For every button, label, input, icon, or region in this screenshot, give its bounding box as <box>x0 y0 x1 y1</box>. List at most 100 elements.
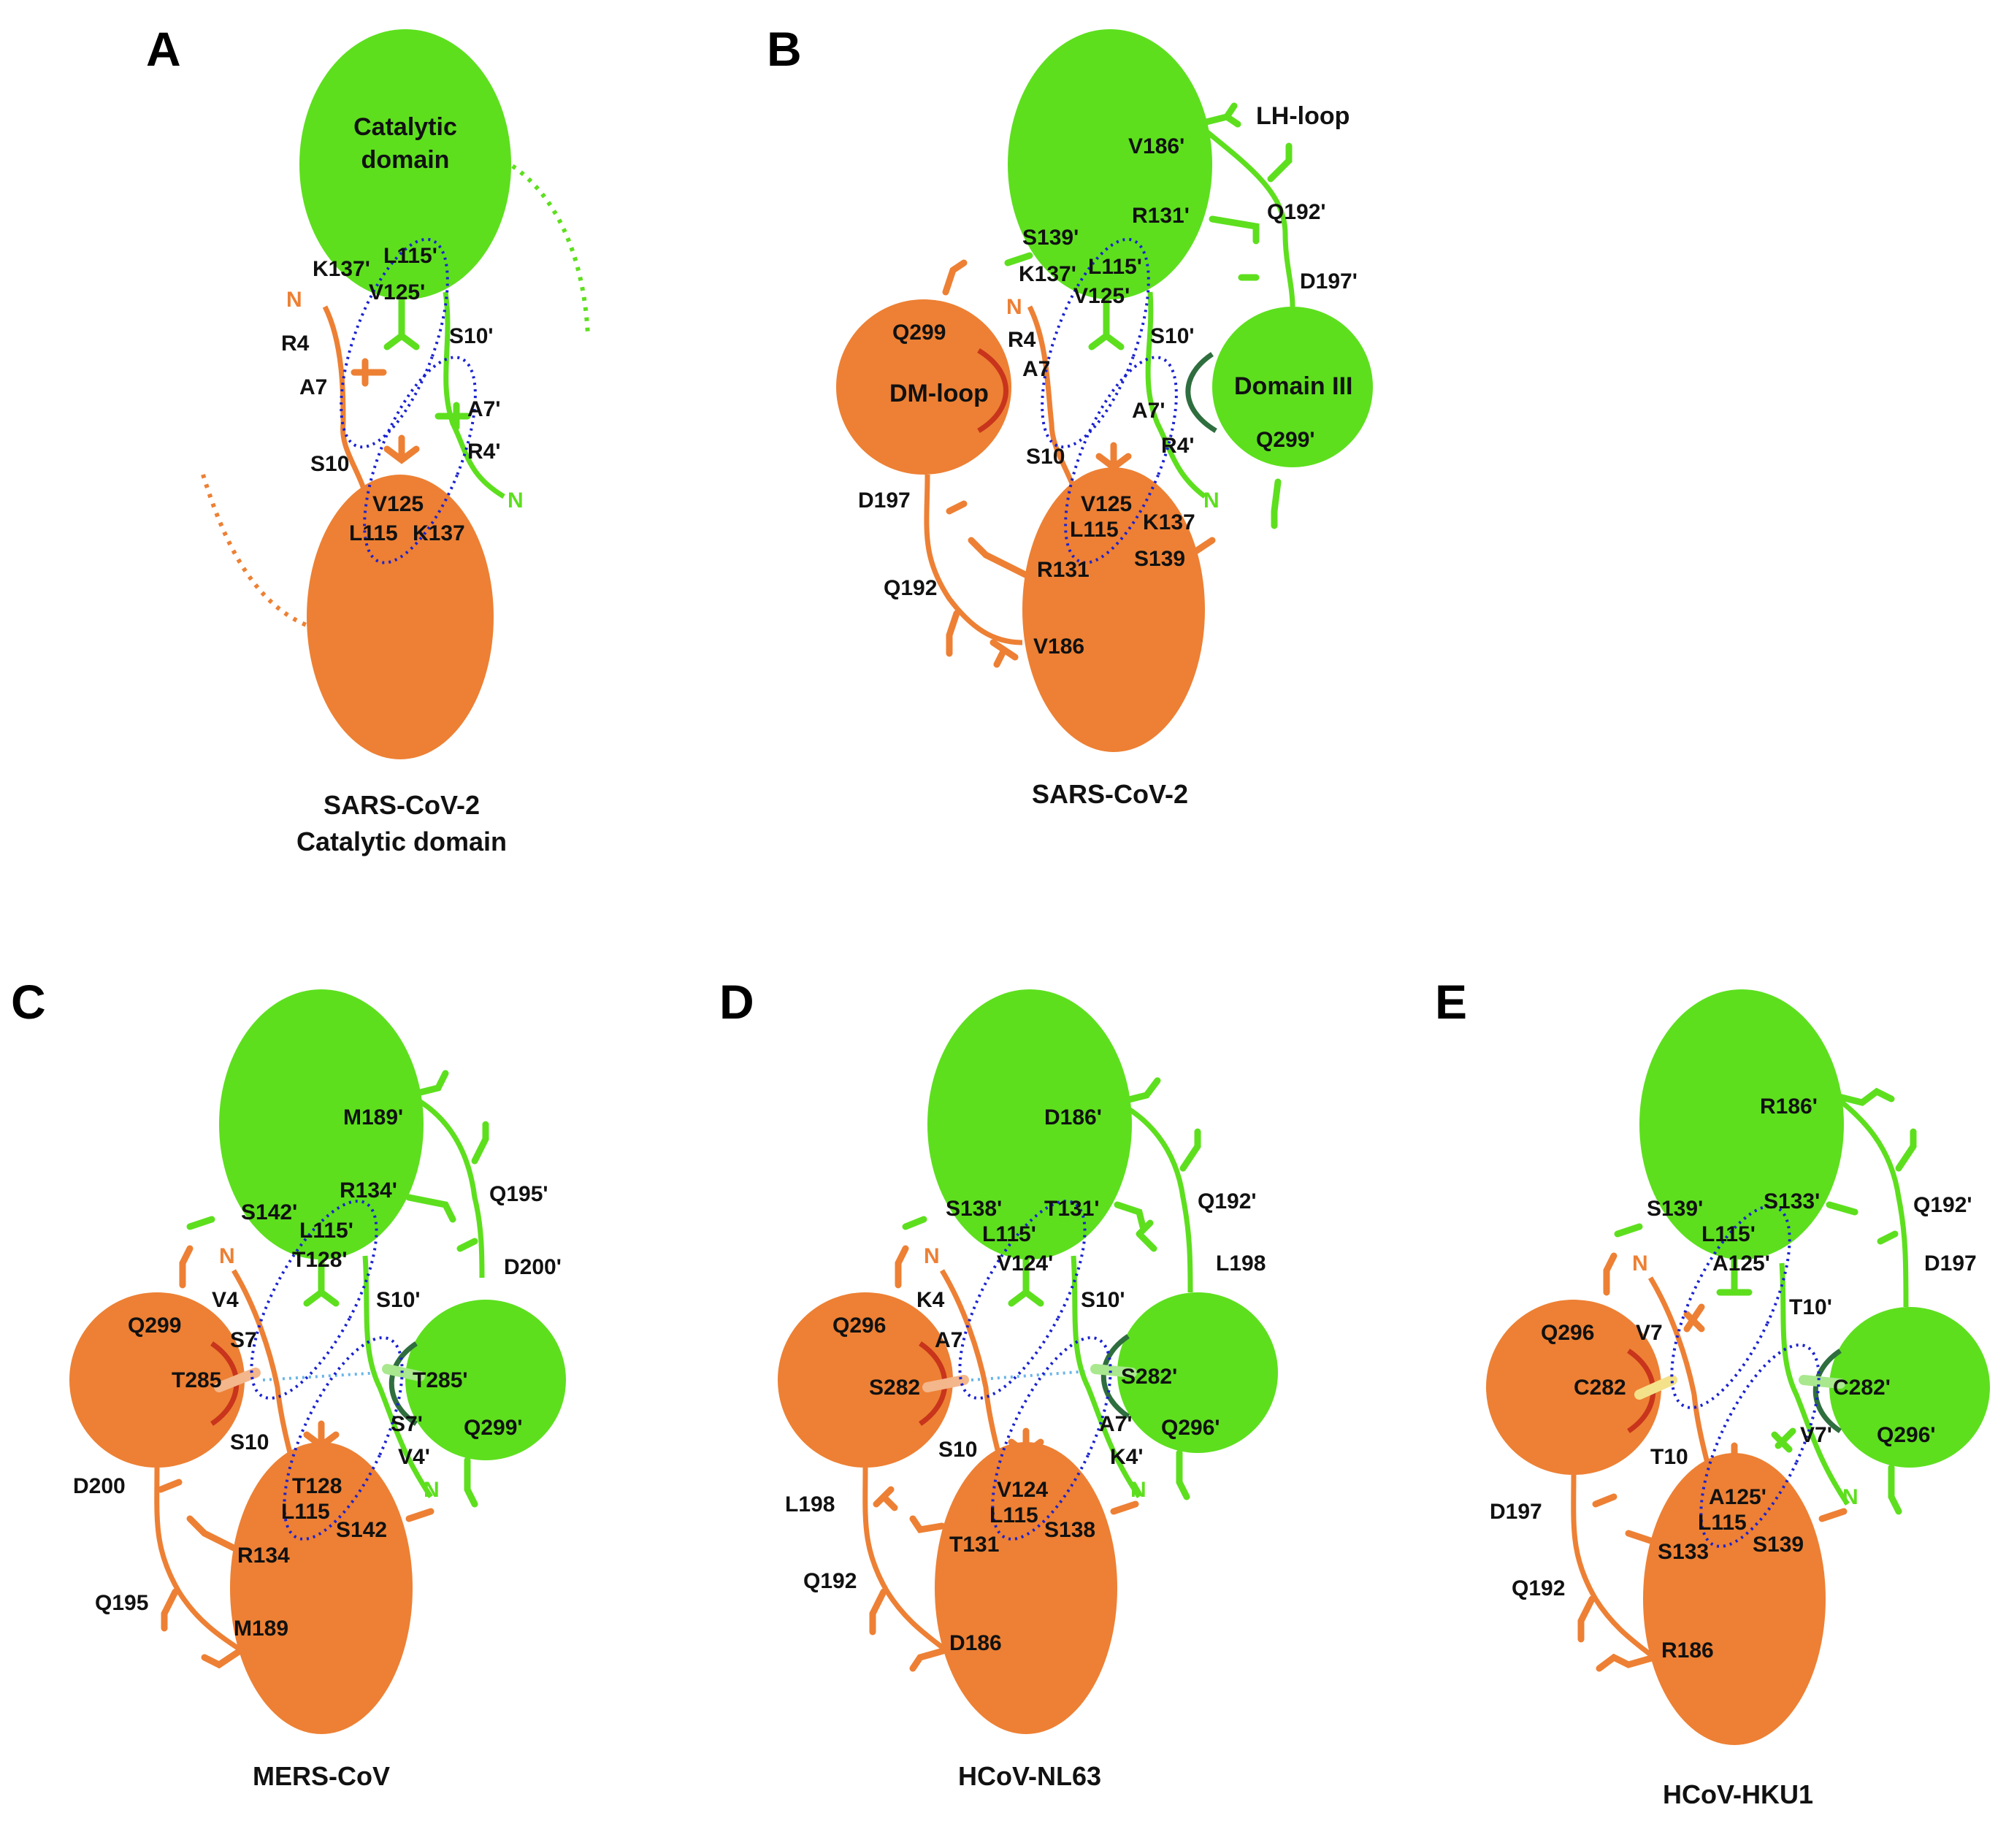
catalytic-domain-orange <box>307 475 494 759</box>
residue-label: Q192' <box>1267 200 1326 224</box>
sidechain-q296p <box>1176 1449 1190 1500</box>
n-finger-green <box>1071 1255 1141 1498</box>
sidechain-s138 <box>1110 1500 1139 1515</box>
residue-label: Q296 <box>832 1314 886 1338</box>
panel-letter-b: B <box>767 22 802 76</box>
residue-label: D186' <box>1044 1105 1102 1130</box>
domain-iii-orange <box>836 299 1011 475</box>
residue-label: M189 <box>234 1617 288 1641</box>
residue-label: A125' <box>1709 1485 1766 1509</box>
residue-label: L115 <box>1070 518 1119 542</box>
lh-loop-chain <box>407 1092 485 1278</box>
residue-label: L115' <box>383 244 437 268</box>
residue-label: Q299' <box>1256 428 1315 452</box>
residue-label: L115' <box>299 1219 353 1243</box>
residue-label: T128' <box>292 1248 348 1272</box>
residue-label: T10' <box>1789 1295 1832 1319</box>
sidechain-s139 <box>1187 537 1216 559</box>
panel-letter-e: E <box>1435 975 1467 1029</box>
lh-loop-chain-orange <box>1571 1474 1656 1660</box>
residue-label: S138 <box>1044 1518 1095 1542</box>
residue-label: T131 <box>949 1533 999 1557</box>
dm-loop-bracket <box>977 348 1008 433</box>
residue-label: D197' <box>1300 269 1358 294</box>
sidechain-d197 <box>1592 1493 1618 1508</box>
n-finger-orange <box>1647 1276 1719 1498</box>
residue-label: K137' <box>1019 262 1076 286</box>
panel-e: E <box>1435 975 1990 1809</box>
residue-label: Q299 <box>892 321 946 345</box>
residue-label: S133' <box>1764 1189 1820 1214</box>
sidechain-a125p <box>1716 1256 1753 1296</box>
residue-label: A7 <box>935 1328 962 1352</box>
sidechain-s133p <box>1826 1201 1858 1216</box>
residue-label: S10' <box>1150 324 1195 348</box>
caption-e: HCoV-HKU1 <box>1663 1779 1813 1809</box>
sidechain-t131 <box>909 1515 946 1533</box>
residue-label: S10 <box>310 452 349 476</box>
sidechain-q299p <box>464 1457 478 1508</box>
residue-label: A7 <box>1022 357 1050 381</box>
sidechain-q192 <box>1577 1595 1596 1643</box>
residue-label: L115' <box>982 1222 1036 1246</box>
residue-label: R186' <box>1760 1094 1818 1119</box>
contact-loop-upper <box>1670 1205 1791 1409</box>
domain-iii-bracket <box>1100 1334 1130 1419</box>
residue-label: V4' <box>398 1445 430 1469</box>
sidechain-r134 <box>186 1515 237 1552</box>
residue-label: Q192' <box>1913 1193 1972 1217</box>
residue-label: Q195' <box>489 1182 548 1206</box>
residue-label: S139' <box>1647 1197 1703 1221</box>
catalytic-domain-green <box>219 989 424 1260</box>
sidechain-r186p <box>1829 1087 1895 1106</box>
residue-label: K4 <box>916 1288 945 1312</box>
sidechain-v124p <box>1008 1256 1044 1307</box>
residue-label: L115 <box>349 521 398 545</box>
residue-label: V4 <box>212 1288 239 1312</box>
sidechain-v125 <box>1095 442 1132 472</box>
sidechain-q195 <box>161 1588 179 1632</box>
lh-loop-label: LH-loop <box>1256 102 1350 130</box>
domain-iii-green <box>1117 1292 1278 1453</box>
n-finger-orange <box>1027 305 1084 512</box>
residue-label: V124 <box>997 1478 1048 1502</box>
caption-a-line2: Catalytic domain <box>296 827 507 856</box>
residue-label: L198 <box>1216 1251 1266 1276</box>
n-terminus-label: N <box>286 288 302 312</box>
residue-label: S142' <box>241 1200 297 1224</box>
sidechain-m189p <box>405 1070 449 1099</box>
disordered-tail-green <box>502 158 590 337</box>
residue-label: S10 <box>230 1430 269 1454</box>
residue-label: D200' <box>504 1255 562 1279</box>
residue-label: S139 <box>1753 1533 1804 1557</box>
residue-label: V186 <box>1033 634 1084 659</box>
residue-label: D197 <box>1490 1500 1542 1524</box>
hbond-dashes <box>971 1370 1089 1381</box>
domain-iii-label: Domain III <box>1234 372 1352 400</box>
residue-label: S10' <box>449 324 494 348</box>
residue-label: S10 <box>1026 445 1065 469</box>
c282p-sidechain <box>1799 1375 1845 1389</box>
sidechain-v186p <box>1194 102 1241 128</box>
residue-label: S142 <box>336 1518 387 1542</box>
residue-label: S133 <box>1658 1540 1709 1564</box>
n-terminus-label: N <box>1632 1251 1648 1276</box>
domain-iii-green <box>405 1300 566 1460</box>
residue-label: K137' <box>313 257 370 281</box>
residue-label: S7' <box>391 1412 423 1436</box>
n-terminus-label: N <box>1006 295 1022 319</box>
domain-iii-bracket <box>1812 1349 1842 1433</box>
residue-label: R186 <box>1661 1638 1714 1663</box>
residue-label: S138' <box>946 1197 1002 1221</box>
panel-c: C M189' <box>11 975 566 1791</box>
domain-iii-bracket <box>1185 352 1217 434</box>
domain-iii-orange <box>69 1292 245 1468</box>
residue-label: V125' <box>369 280 425 304</box>
sidechain-q195p <box>471 1121 489 1165</box>
residue-label: T131' <box>1044 1197 1100 1221</box>
residue-label: S139 <box>1134 547 1185 571</box>
domain-label-catalytic-1: Catalytic <box>353 113 457 141</box>
contact-loop-upper <box>958 1200 1087 1400</box>
n-terminus-label: N <box>1130 1478 1146 1502</box>
panel-d: D D186' <box>719 975 1278 1791</box>
